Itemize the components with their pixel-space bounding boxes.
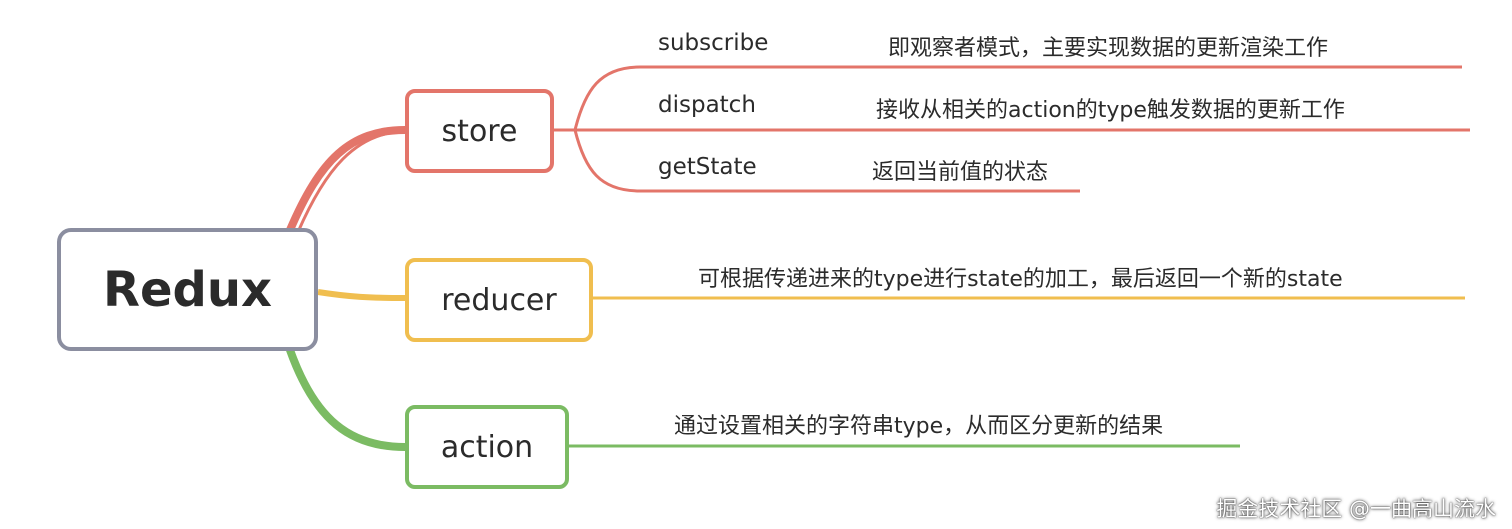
root-node-redux: Redux xyxy=(57,228,318,351)
connector-root-store-thin xyxy=(296,129,406,233)
action-description: 通过设置相关的字符串type，从而区分更新的结果 xyxy=(674,414,1164,439)
branch-label-store: store xyxy=(441,113,518,149)
leaf-label-subscribe: subscribe xyxy=(658,30,769,56)
branch-node-reducer: reducer xyxy=(405,258,593,342)
leaf-desc-subscribe: 即观察者模式，主要实现数据的更新渲染工作 xyxy=(888,36,1329,61)
leaf-label-dispatch: dispatch xyxy=(658,92,756,118)
branch-label-reducer: reducer xyxy=(441,282,557,318)
connector-store-getstate xyxy=(573,129,1080,193)
connector-root-action xyxy=(286,346,409,451)
connector-store-subscribe xyxy=(554,65,1462,132)
branch-node-action: action xyxy=(405,405,569,489)
root-label: Redux xyxy=(102,261,272,318)
reducer-description: 可根据传递进来的type进行state的加工，最后返回一个新的state xyxy=(698,267,1343,292)
branch-label-action: action xyxy=(440,429,534,465)
leaf-label-getstate: getState xyxy=(658,154,757,180)
watermark: 掘金技术社区 @一曲高山流水 xyxy=(1216,497,1496,521)
leaf-desc-dispatch: 接收从相关的action的type触发数据的更新工作 xyxy=(876,98,1345,123)
leaf-desc-getstate: 返回当前值的状态 xyxy=(872,160,1049,185)
branch-node-store: store xyxy=(405,89,554,173)
connector-root-store xyxy=(286,126,409,234)
connector-root-reducer xyxy=(317,289,406,301)
